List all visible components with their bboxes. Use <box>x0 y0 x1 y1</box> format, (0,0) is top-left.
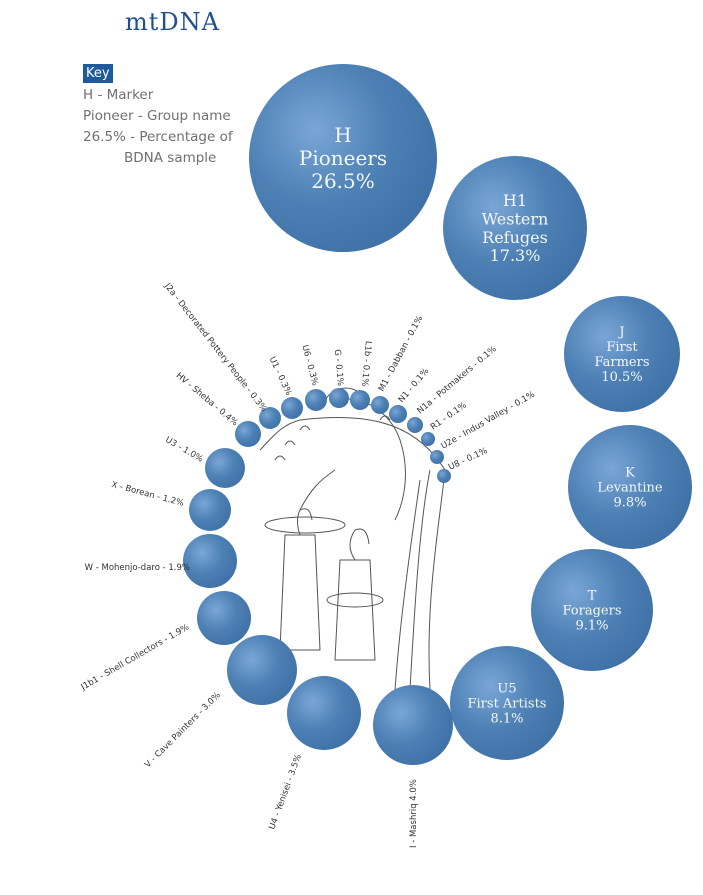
bubble-group-name: Western <box>482 209 549 228</box>
bubble-group-name: Farmers <box>594 355 649 370</box>
illustration-gatherers <box>259 387 446 691</box>
bubble-small <box>371 396 389 414</box>
bubble-small-label: U3 - 1.0% <box>163 435 204 465</box>
key-line-continuation: BDNA sample <box>124 150 217 166</box>
bubble-small <box>235 421 261 447</box>
bubble-small-label: J1b1 - Shell Collectors - 1.9% <box>79 622 191 693</box>
bubble-small-label: J2a - Decorated Pottery People - 0.3% <box>161 281 268 414</box>
bubble-small-label: U6 - 0.3% <box>299 344 319 387</box>
bubble-small-label: V - Cave Painters - 3.0% <box>143 690 223 770</box>
bubble-h <box>249 64 437 252</box>
bubble-j <box>564 296 680 412</box>
bubble-small-label: HV - Sheba - 0.4% <box>174 371 240 428</box>
bubble-small <box>421 432 435 446</box>
bubble-marker: J <box>617 325 624 340</box>
bubble-small <box>437 469 451 483</box>
bubble-small <box>227 635 297 705</box>
bubble-percentage: 9.1% <box>575 619 608 634</box>
key-line-group: Pioneer - Group name <box>83 108 231 124</box>
bubble-small <box>205 448 245 488</box>
bubble-small <box>430 450 444 464</box>
bubble-small <box>305 389 327 411</box>
key-line-marker: H - Marker <box>83 87 154 103</box>
bubble-small-label: X - Borean - 1.2% <box>110 480 185 509</box>
bubble-marker: H <box>334 123 351 147</box>
bubble-percentage: 9.8% <box>613 496 646 511</box>
bubble-percentage: 10.5% <box>601 370 642 385</box>
bubble-h1 <box>443 156 587 300</box>
bubble-small-label: U1 - 0.3% <box>267 355 294 397</box>
bubble-small-label: U4 - Yenisei - 3.5% <box>267 753 303 831</box>
bubble-small <box>259 407 281 429</box>
bubble-group-name: Refuges <box>482 228 548 247</box>
bubble-small-label: G - 0.1% <box>332 349 345 386</box>
bubble-small <box>183 534 237 588</box>
bubble-small-label: U8 - 0.1% <box>447 446 489 473</box>
bubble-u5 <box>450 646 564 760</box>
bubble-percentage: 8.1% <box>490 712 523 727</box>
bubble-small <box>281 397 303 419</box>
bubble-small <box>407 417 423 433</box>
bubble-percentage: 26.5% <box>311 169 375 193</box>
bubble-k <box>568 425 692 549</box>
bubble-small <box>329 388 349 408</box>
key-badge: Key <box>83 64 113 83</box>
bubble-small-label: L1b - 0.1% <box>359 340 373 386</box>
bubble-small <box>189 489 231 531</box>
bubble-small <box>350 390 370 410</box>
bubble-group-name: First Artists <box>468 697 547 712</box>
bubble-small <box>287 676 361 750</box>
bubble-marker: H1 <box>503 191 527 210</box>
legend-key: Key H - Marker Pioneer - Group name 26.5… <box>83 63 233 169</box>
bubble-small <box>389 405 407 423</box>
bubble-small-label: W - Mohenjo-daro - 1.9% <box>85 563 190 573</box>
bubble-percentage: 17.3% <box>490 246 541 265</box>
bubble-small-label: I - Mashriq 4.0% <box>409 779 419 848</box>
bubble-group-name: Levantine <box>597 481 663 496</box>
bubble-group-name: Pioneers <box>299 146 387 170</box>
bubble-small <box>197 591 251 645</box>
bubble-marker: K <box>625 466 635 481</box>
bubble-marker: U5 <box>497 682 516 697</box>
bubble-small <box>373 685 453 765</box>
bubble-group-name: First <box>606 340 638 355</box>
key-line-percentage: 26.5% - Percentage of <box>83 129 233 145</box>
bubble-group-name: Foragers <box>562 604 621 619</box>
chart-title: mtDNA <box>125 8 220 36</box>
bubble-t <box>531 549 653 671</box>
bubble-small-label: U2e - Indus Valley - 0.1% <box>440 390 537 452</box>
bubble-marker: T <box>588 589 597 604</box>
